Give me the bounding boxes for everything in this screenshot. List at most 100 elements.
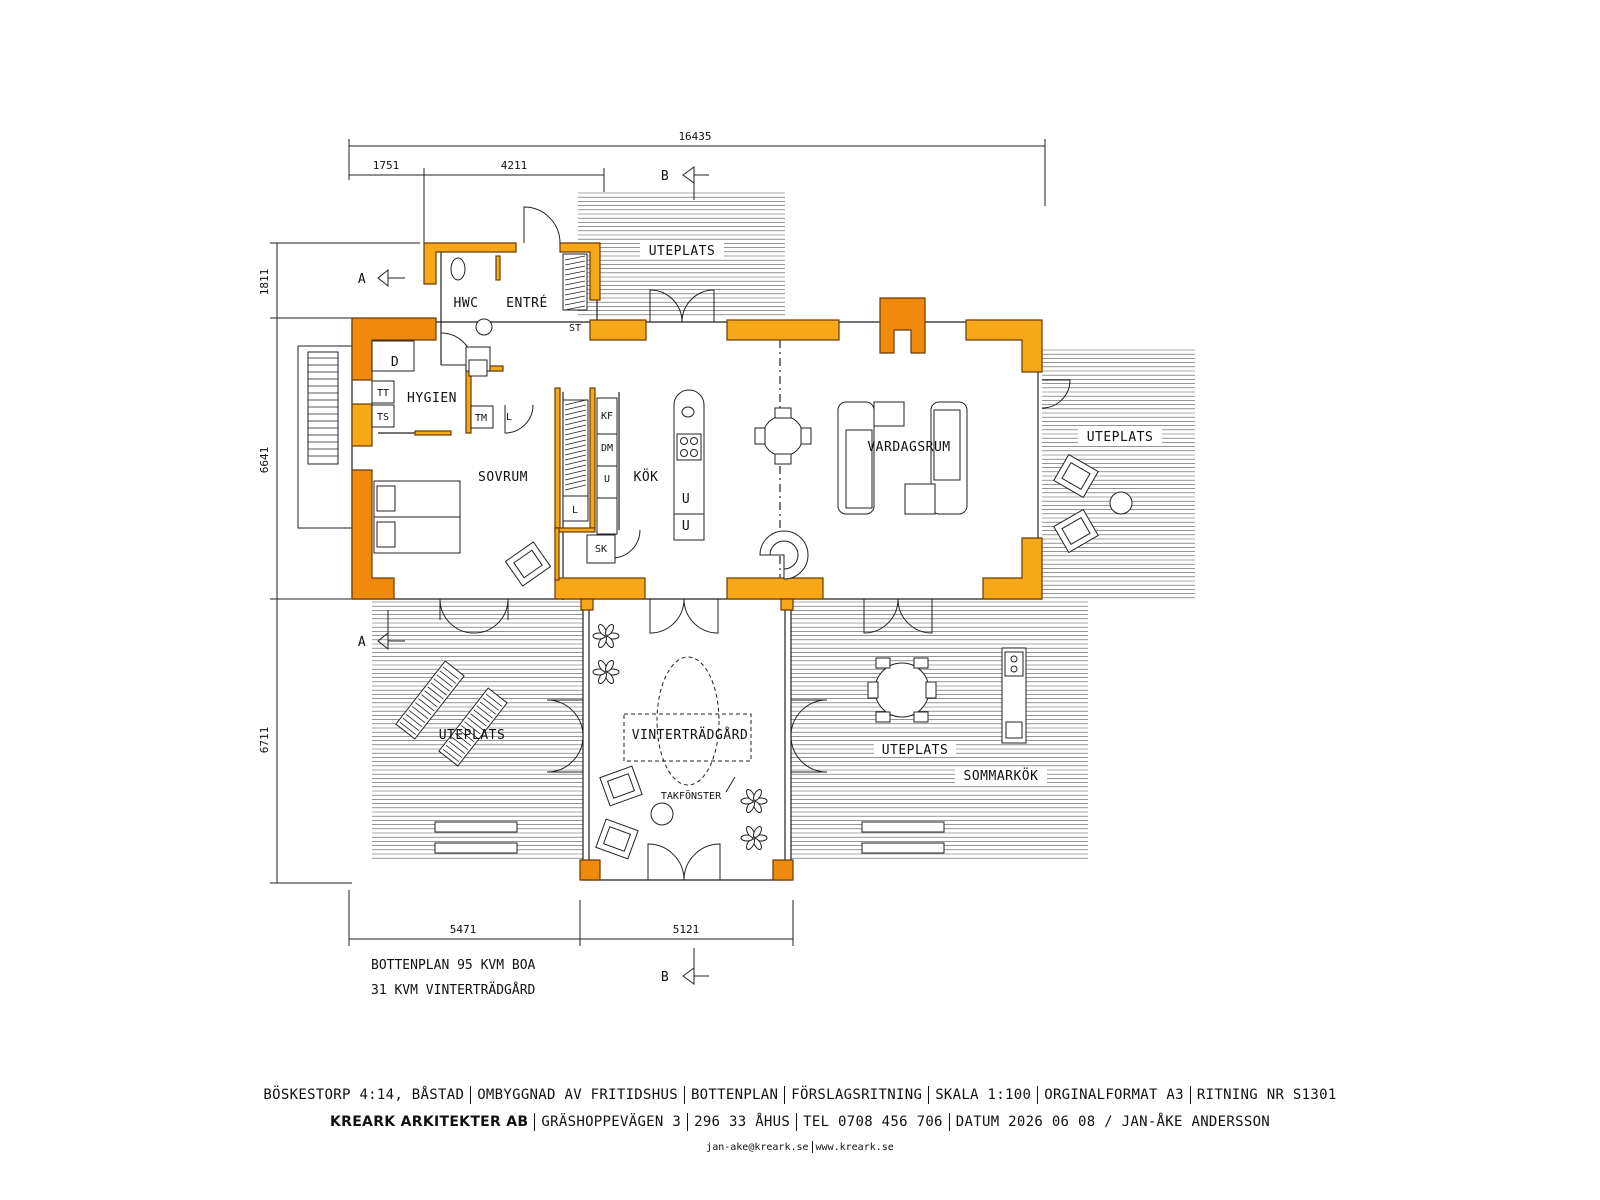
company-phone: TEL 0708 456 706 [803,1114,943,1130]
plant-leaf [753,789,762,801]
company-address: GRÄSHOPPEVÄGEN 3 [541,1114,682,1130]
project-description: OMBYGGNAD AV FRITIDSHUS [477,1087,678,1103]
detail-line [399,721,416,735]
label-st: ST [569,323,581,334]
plant-leaf [598,672,607,684]
label-kok: KÖK [634,468,659,485]
detail-line [564,399,587,406]
detail-line [445,744,463,758]
detail-line [408,710,426,724]
plant-leaf [746,801,755,813]
detail-line [418,698,435,712]
detail-line [476,705,493,719]
drawing-scale: SKALA 1:100 [935,1087,1032,1103]
plant-leaf [598,636,607,648]
original-format: ORGINALFORMAT A3 [1044,1087,1184,1103]
plant-leaf [605,672,614,684]
plant-leaf [746,789,755,801]
detail-line [564,464,587,471]
detail-line [455,733,472,747]
dimension-lines [270,139,1046,946]
detail-line [451,737,469,751]
detail-line [564,290,586,296]
dim-bottom-1: 5471 [450,923,477,936]
plant-leaf [598,660,607,672]
detail-line [402,717,420,731]
detail-line [405,714,423,727]
detail-line [448,741,466,754]
label-entre: ENTRÉ [506,295,548,311]
furniture [371,253,1133,860]
detail-line [564,479,587,486]
detail-line [485,693,503,707]
label-uteplats-right: UTEPLATS [1087,430,1154,445]
detail-line [482,697,499,711]
label-ts: TS [377,412,389,423]
detail-line [564,419,587,426]
detail-line [564,300,586,306]
detail-line [412,706,429,720]
label-island-u1: U [682,492,690,507]
detail-line [564,459,587,466]
plant-leaf [753,826,762,838]
detail-line [464,721,481,735]
detail-line [564,434,587,441]
company-postal: 296 33 ÅHUS [694,1114,791,1130]
detail-line [564,260,586,266]
label-kf: KF [601,411,613,422]
detail-line [564,275,586,281]
detail-line [430,682,447,696]
detail-line [564,429,587,436]
plant-leaf [746,826,755,838]
detail-line [421,694,438,708]
notes-area-conservatory: 31 KVM VINTERTRÄDGÅRD [371,983,536,998]
company-website[interactable]: www.kreark.se [815,1142,894,1153]
detail-line [427,686,444,700]
label-d: D [391,355,399,370]
detail-line [467,717,484,731]
detail-line [415,702,432,716]
plant-leaf [605,660,614,672]
company-email[interactable]: jan-ake@kreark.se [706,1142,809,1153]
detail-line [564,454,587,461]
label-tm: TM [475,413,487,424]
doors [439,206,1071,881]
drawing-type: BOTTENPLAN [690,1087,779,1103]
label-sovrum: SOVRUM [478,470,528,485]
label-hygien: HYGIEN [407,391,457,406]
label-island-u2: U [682,519,690,534]
detail-line [564,474,587,481]
detail-line [564,280,586,286]
plan-notes: BOTTENPLAN 95 KVM BOA 31 KVM VINTERTRÄDG… [371,953,535,1003]
detail-line [564,404,587,411]
deck-bottom-right [791,601,1088,859]
label-uteplats-bottom-left: UTEPLATS [439,728,506,743]
detail-line [442,666,460,680]
detail-line [564,414,587,421]
label-l-kitchen: L [572,505,578,516]
drawing-number: RITNING NR S1301 [1196,1087,1337,1103]
label-hwc: HWC [454,296,479,311]
detail-line [564,265,586,271]
dim-left-1: 1811 [258,269,271,296]
detail-line [564,424,587,431]
detail-line [564,484,587,491]
detail-line [433,678,450,692]
detail-line [424,690,441,704]
detail-line [564,444,587,451]
notes-area-living: BOTTENPLAN 95 KVM BOA [371,958,536,973]
title-block-line-1: BÖSKESTORP 4:14, BÅSTAD OMBYGGNAD AV FRIT… [0,1086,1600,1104]
detail-line [470,713,487,727]
section-markers [377,166,709,985]
detail-line [564,285,586,291]
label-l-bath: L [506,412,512,423]
room-labels: UTEPLATS HWC ENTRÉ ST D TT TS HYGIEN TM … [377,242,1162,802]
dim-seg-1: 1751 [373,159,400,172]
title-block-line-3: jan-ake@kreark.se www.kreark.se [0,1141,1600,1153]
detail-line [564,270,586,276]
section-a-bottom: A [358,635,366,650]
project-address: BÖSKESTORP 4:14, BÅSTAD [263,1087,465,1103]
detail-line [461,725,478,739]
